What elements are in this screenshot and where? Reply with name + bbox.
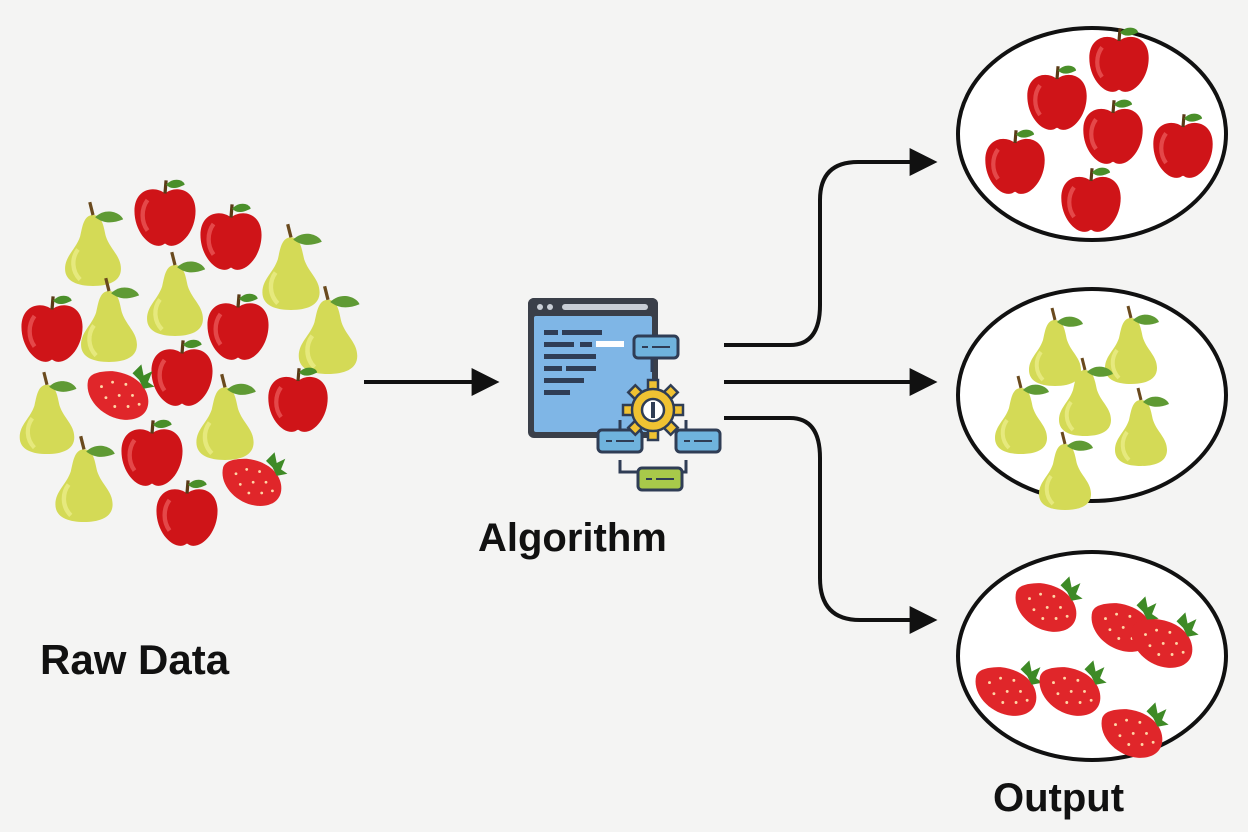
pear-icon: [262, 224, 321, 310]
apple-icon: [268, 368, 327, 432]
strawberry-icon: [222, 452, 288, 506]
apple-icon: [151, 340, 212, 406]
algorithm-label: Algorithm: [478, 516, 667, 560]
raw-data-cluster: [20, 180, 360, 546]
arrow-to-apples: [724, 148, 938, 347]
arrow-to-strawberries: [724, 416, 938, 634]
apple-icon: [207, 294, 268, 360]
raw-data-label: Raw Data: [40, 636, 230, 683]
gear-icon: [621, 378, 685, 442]
apple-icon: [134, 180, 195, 246]
algorithm-icon: [528, 298, 722, 492]
output-arrows: [724, 148, 938, 634]
pear-icon: [81, 278, 139, 362]
apple-icon: [121, 420, 182, 486]
output-label: Output: [993, 776, 1125, 820]
pear-icon: [147, 252, 205, 336]
pear-icon: [20, 372, 77, 454]
strawberry-icon: [87, 364, 155, 420]
apple-icon: [21, 296, 82, 362]
pear-icon: [65, 202, 123, 286]
apple-icon: [200, 204, 261, 270]
apple-icon: [156, 480, 217, 546]
